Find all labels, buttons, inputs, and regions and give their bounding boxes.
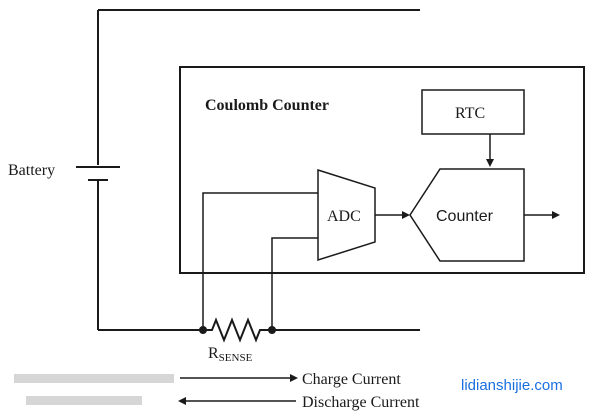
charge-current-label: Charge Current bbox=[302, 371, 401, 388]
rtc-label: RTC bbox=[455, 105, 485, 122]
battery-symbol bbox=[76, 166, 120, 181]
adc-block bbox=[317, 168, 376, 262]
rtc-block bbox=[421, 89, 525, 135]
coulomb-counter-title: Coulomb Counter bbox=[205, 97, 329, 114]
sense-resistor bbox=[205, 317, 272, 343]
adc-label: ADC bbox=[327, 208, 361, 225]
counter-label: Counter bbox=[436, 208, 494, 225]
rsense-label-sub: SENSE bbox=[219, 352, 253, 364]
rsense-label: RSENSE bbox=[208, 345, 253, 364]
watermark-text: lidianshijie.com bbox=[461, 377, 563, 394]
discharge-current-label: Discharge Current bbox=[302, 394, 420, 411]
adc-sense-leads bbox=[202, 192, 318, 330]
battery-label: Battery bbox=[8, 162, 55, 179]
rsense-label-main: R bbox=[208, 345, 219, 362]
faint-background-text-1 bbox=[14, 374, 174, 383]
battery-loop-wires bbox=[97, 9, 420, 331]
faint-background-text-2 bbox=[26, 396, 142, 405]
coulomb-counter-box bbox=[179, 66, 585, 274]
